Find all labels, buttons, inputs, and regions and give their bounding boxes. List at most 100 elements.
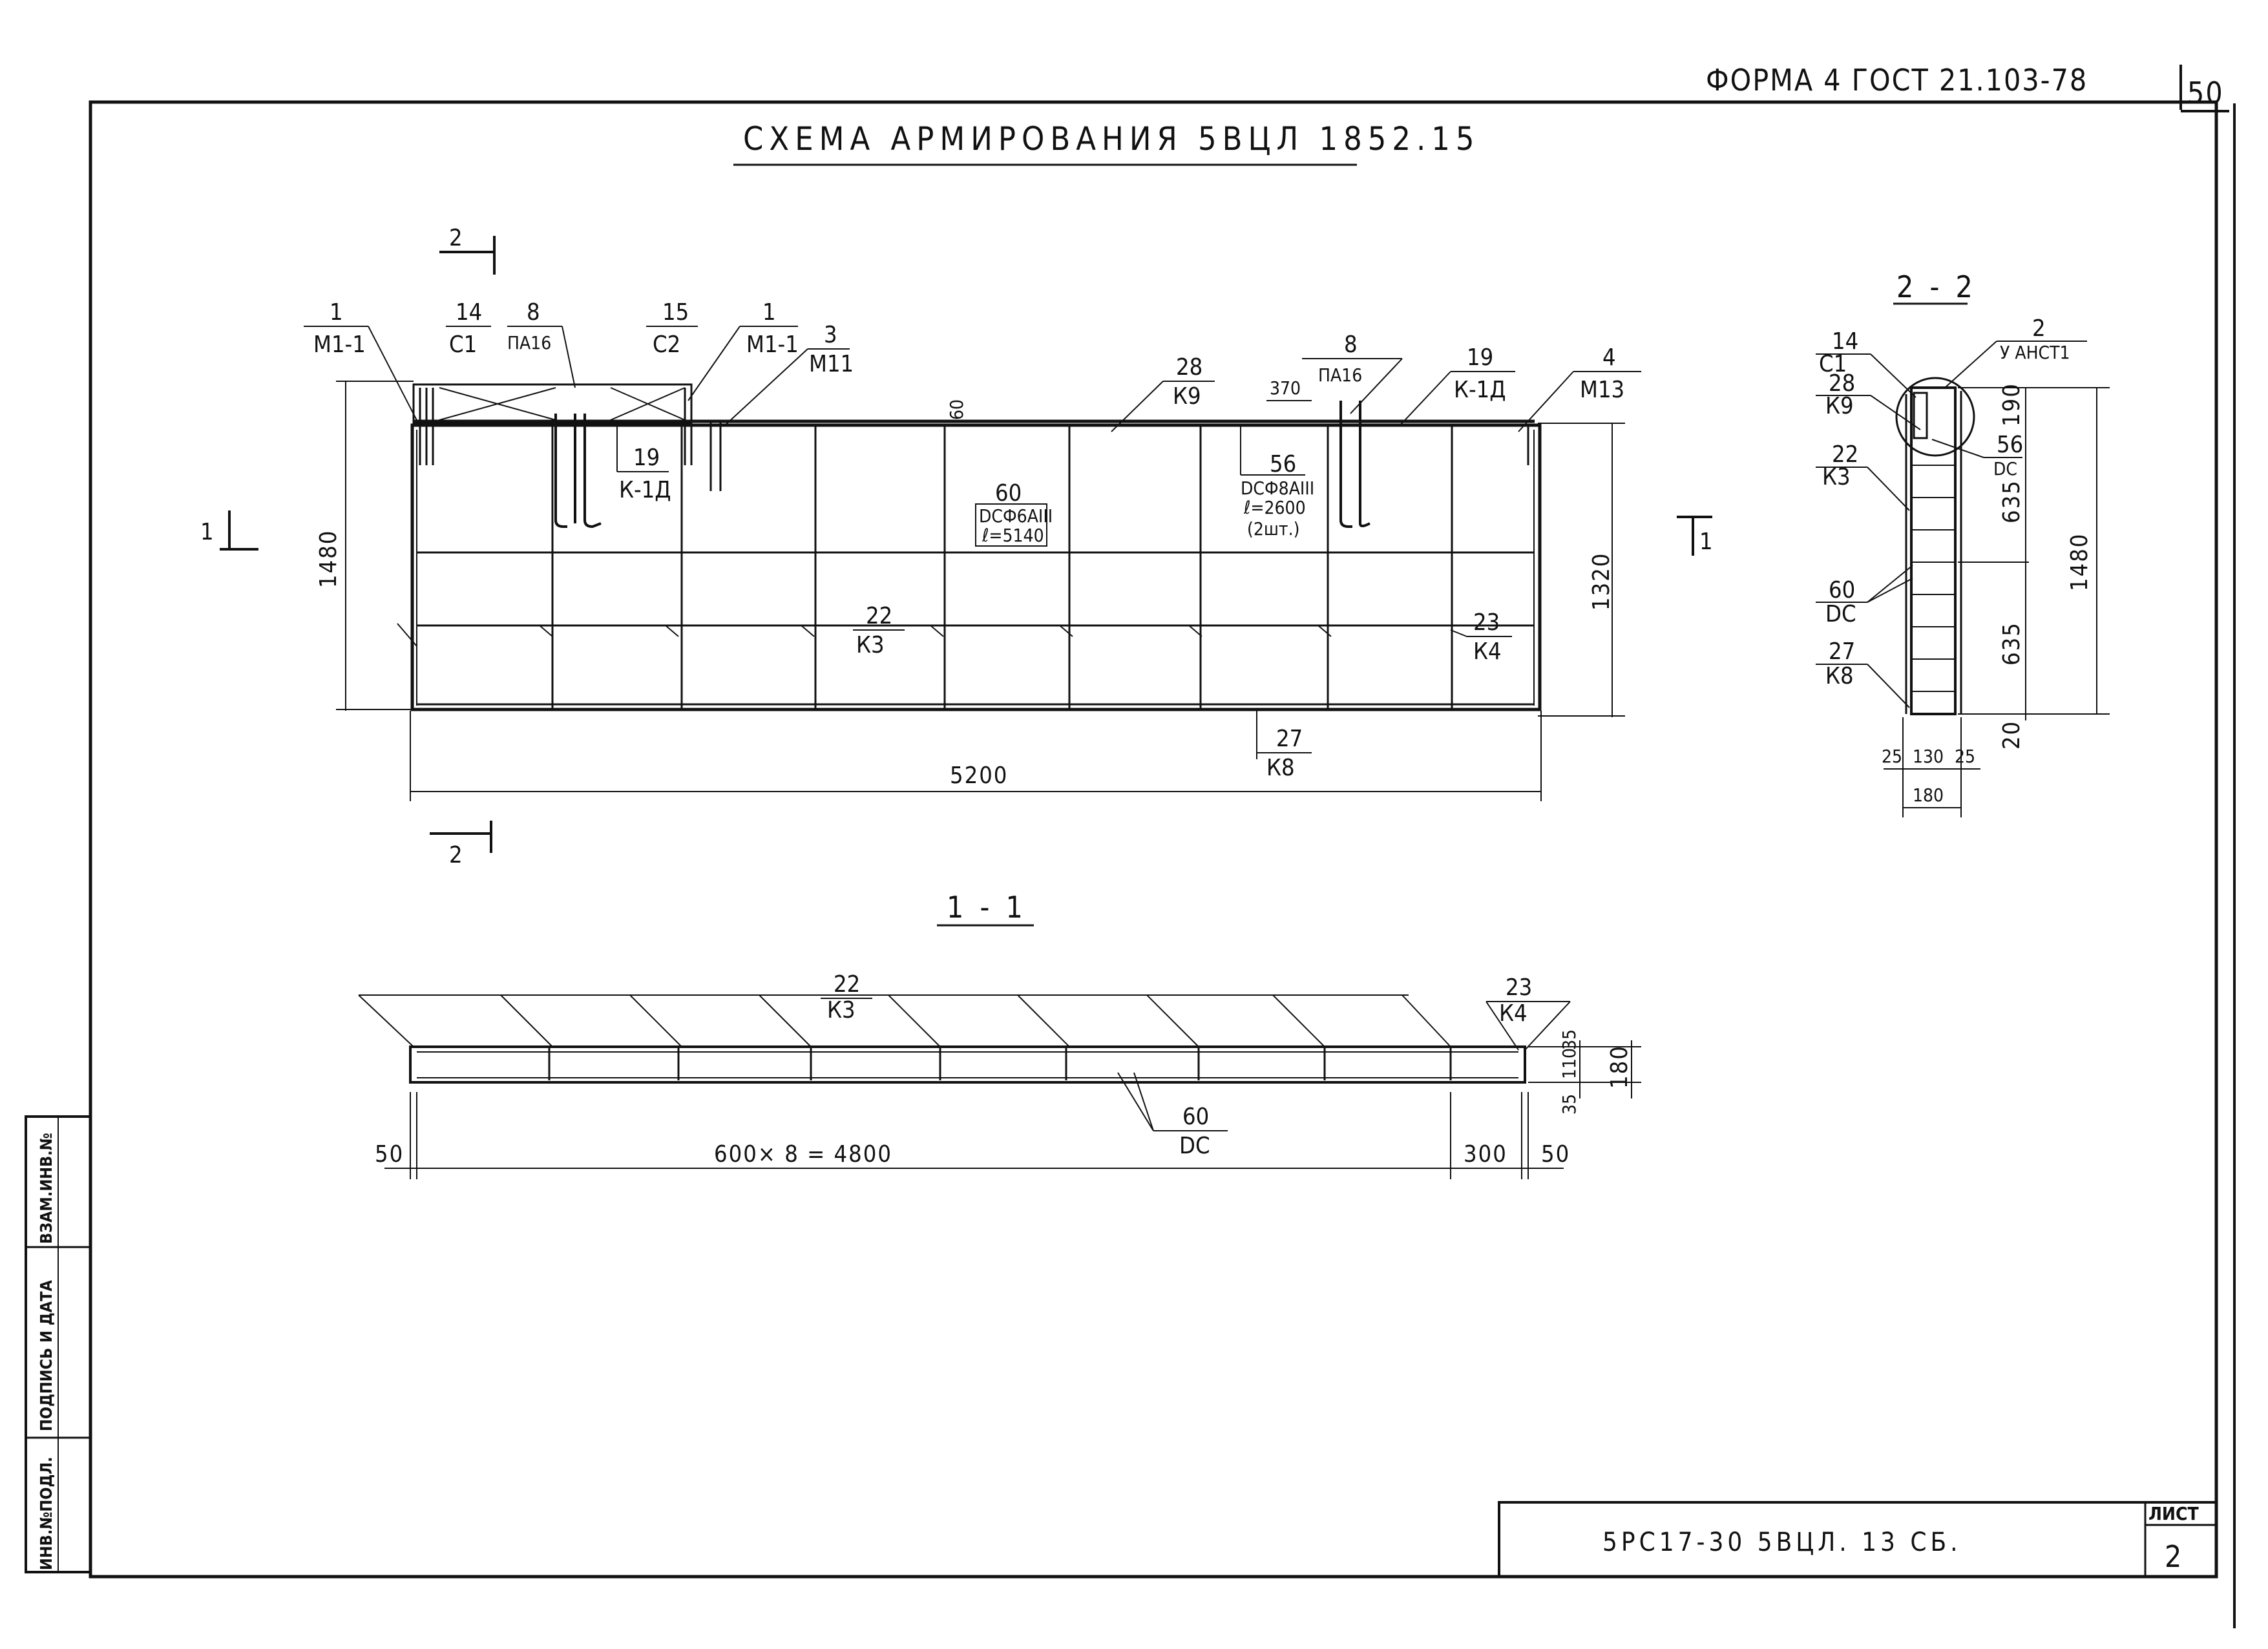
callout-m13: 4 М13 [1518, 344, 1641, 432]
svg-text:С1: С1 [449, 331, 477, 358]
svg-text:22: 22 [834, 971, 860, 998]
page-number: 50 [2187, 76, 2224, 110]
svg-text:23: 23 [1506, 974, 1532, 1001]
callout-k8: 27 К8 [1256, 711, 1312, 781]
svg-text:К8: К8 [1266, 755, 1295, 781]
svg-text:1: 1 [200, 519, 214, 545]
sheet-label: ЛИСТ [2148, 1503, 2199, 1524]
section-2-2-view [1895, 377, 1975, 715]
svg-text:1: 1 [330, 299, 343, 326]
svg-text:К8: К8 [1825, 663, 1854, 689]
stamp-field-vzam: ВЗАМ.ИНВ.№ [37, 1133, 56, 1244]
svg-text:DСФ8АIII: DСФ8АIII [1241, 478, 1314, 499]
section-2-2-dims: 190 635 635 1480 20 25 130 25 180 [1882, 383, 2110, 817]
svg-text:56: 56 [1997, 432, 2023, 458]
drawing-title: СХЕМА АРМИРОВАНИЯ 5ВЦЛ 1852.15 [743, 120, 1480, 158]
svg-text:15: 15 [662, 299, 689, 326]
stamp-field-podpis: ПОДПИСЬ И ДАТА [37, 1279, 56, 1431]
svg-text:8: 8 [1344, 331, 1358, 358]
svg-text:27: 27 [1276, 726, 1303, 752]
svg-text:М13: М13 [1580, 377, 1624, 403]
svg-text:К-1Д: К-1Д [1454, 377, 1506, 403]
dim-offsets: 370 60 [946, 377, 1312, 420]
svg-text:DС: DС [1993, 458, 2017, 479]
callout-m1-right: 1 М1-1 [688, 299, 799, 401]
svg-text:С1: С1 [1819, 351, 1847, 377]
svg-text:2: 2 [2032, 315, 2046, 342]
section-1-1-view [358, 994, 1571, 1084]
stamp-field-inv: ИНВ.№ПОДЛ. [37, 1456, 56, 1570]
svg-text:1320: 1320 [1588, 552, 1615, 611]
svg-text:К3: К3 [827, 997, 856, 1024]
svg-text:К4: К4 [1473, 638, 1502, 665]
cut-mark-2-top: 2 [439, 225, 496, 275]
callout-m1-left: 1 М1-1 [304, 299, 421, 427]
svg-text:DСФ6АIII: DСФ6АIII [979, 505, 1053, 527]
svg-text:ПА16: ПА16 [1318, 364, 1362, 386]
cut-mark-1-right: 1 [1677, 516, 1713, 556]
svg-text:50: 50 [375, 1141, 404, 1168]
callout-pa16-right: 8 ПА16 [1302, 331, 1403, 414]
svg-text:2: 2 [449, 842, 463, 868]
svg-text:35: 35 [1559, 1094, 1580, 1115]
svg-text:600× 8 = 4800: 600× 8 = 4800 [714, 1141, 892, 1168]
svg-text:22: 22 [866, 603, 892, 629]
dim-height-inner: 1320 [1538, 423, 1625, 717]
dim-height-total: 1480 [315, 381, 414, 711]
svg-text:М1-1: М1-1 [746, 331, 799, 358]
svg-text:К-1Д: К-1Д [619, 477, 671, 503]
svg-text:1480: 1480 [2066, 533, 2093, 591]
callout-k4: 23 К4 [1450, 609, 1512, 665]
svg-text:370: 370 [1270, 377, 1301, 399]
elevation-view [397, 383, 1542, 711]
svg-text:К3: К3 [1822, 464, 1851, 490]
svg-text:635: 635 [1999, 622, 2025, 666]
svg-text:8: 8 [527, 299, 540, 326]
callout-pa16-left: 8 ПА16 [507, 299, 576, 388]
svg-text:ℓ=5140: ℓ=5140 [982, 525, 1044, 546]
svg-text:28: 28 [1829, 370, 1855, 397]
cut-mark-1-left: 1 [200, 510, 258, 551]
svg-text:19: 19 [1467, 344, 1493, 371]
svg-text:К9: К9 [1825, 393, 1854, 419]
svg-text:190: 190 [1999, 383, 2025, 426]
callout-k1d-top: 19 К-1Д [1398, 344, 1515, 427]
svg-text:60: 60 [1182, 1104, 1209, 1130]
callout-c1: 14 С1 [446, 299, 491, 358]
section-1-1-dims: 50 600× 8 = 4800 300 50 35 110 35 180 [375, 1029, 1641, 1179]
svg-text:5200: 5200 [950, 762, 1008, 789]
svg-text:1: 1 [1699, 529, 1713, 555]
svg-text:3: 3 [824, 322, 837, 348]
section-1-1-callouts: 22 К3 23 К4 60 DС [821, 971, 1532, 1159]
svg-text:М11: М11 [809, 351, 854, 377]
callout-k3: 22 К3 [853, 603, 905, 658]
svg-text:ℓ=2600: ℓ=2600 [1243, 497, 1306, 518]
svg-text:180: 180 [1606, 1045, 1633, 1089]
svg-text:22: 22 [1832, 441, 1858, 468]
callout-c2: 15 С2 [646, 299, 698, 358]
svg-text:С2: С2 [653, 331, 680, 358]
svg-text:60: 60 [995, 480, 1022, 507]
svg-text:К4: К4 [1499, 1000, 1528, 1027]
callout-m11: 3 М11 [723, 322, 854, 427]
svg-text:У АНСТ1: У АНСТ1 [2000, 342, 2070, 363]
cut-mark-2-bottom: 2 [430, 821, 492, 868]
svg-text:300: 300 [1464, 1141, 1507, 1168]
sheet-number: 2 [2165, 1539, 2181, 1574]
svg-text:1480: 1480 [315, 530, 342, 588]
section-2-2-callouts: 14 С1 28 К9 22 К3 60 DС 27 К8 2 У АНСТ1 … [1816, 315, 2087, 708]
svg-text:1: 1 [762, 299, 776, 326]
callout-k1d-bottom: 19 К-1Д [616, 426, 671, 503]
drawing-frame [89, 65, 2236, 1628]
svg-text:23: 23 [1473, 609, 1500, 636]
svg-text:DС: DС [1179, 1133, 1210, 1159]
svg-text:2: 2 [449, 225, 463, 251]
svg-text:50: 50 [1541, 1141, 1570, 1168]
designation: 5РС17-30 5ВЦЛ. 13 СБ. [1602, 1528, 1962, 1557]
svg-text:28: 28 [1176, 354, 1202, 381]
svg-text:К3: К3 [856, 632, 885, 658]
form-label: ФОРМА 4 ГОСТ 21.103-78 [1706, 63, 2088, 98]
svg-text:20: 20 [1999, 720, 2025, 750]
svg-text:М1-1: М1-1 [313, 331, 366, 358]
svg-text:К9: К9 [1173, 383, 1201, 410]
